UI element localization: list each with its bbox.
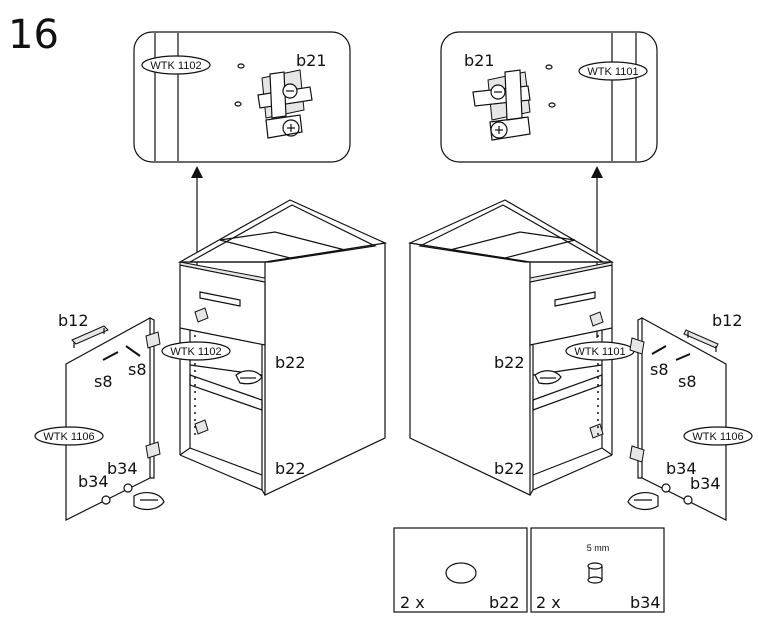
part-label-b34: b34 xyxy=(78,472,109,491)
right-door: WTK 1106 xyxy=(629,316,753,521)
part-label-b34: b34 xyxy=(690,474,721,493)
part-label-b34: b34 xyxy=(666,459,697,478)
bumper-b22-icon xyxy=(445,562,477,584)
part-label-b22: b22 xyxy=(494,459,525,478)
part-label-b12: b12 xyxy=(712,311,743,330)
bumper-b34-icon xyxy=(587,562,603,584)
screw-icon xyxy=(651,345,691,361)
screw-icon xyxy=(102,345,141,361)
step-number: 16 xyxy=(8,12,59,58)
part-label-s8: s8 xyxy=(678,372,697,391)
part-label-s8: s8 xyxy=(128,360,147,379)
part-label-b22: b22 xyxy=(275,353,306,372)
right-hinge-detail: WTK 1101 b21 xyxy=(440,31,658,163)
part-label-b22: b22 xyxy=(275,459,306,478)
part-label-b34: b34 xyxy=(107,459,138,478)
panel-code-badge xyxy=(161,341,231,361)
hinge-plate-icon xyxy=(472,64,556,141)
legend-box-b34: 5 mm 2 x b34 xyxy=(530,527,665,613)
legend-part: b22 xyxy=(489,593,520,612)
panel-code-badge xyxy=(578,61,648,81)
part-label-b21: b21 xyxy=(464,51,495,70)
hand-press-icon xyxy=(235,370,263,385)
part-label-b22: b22 xyxy=(494,353,525,372)
legend-qty: 2 x xyxy=(536,593,561,612)
panel-code-label: WTK 1101 xyxy=(574,346,625,358)
part-label-s8: s8 xyxy=(650,360,669,379)
handle-icon xyxy=(683,329,719,352)
legend-part: b34 xyxy=(630,593,661,612)
handle-icon xyxy=(71,325,109,348)
panel-code-label: WTK 1106 xyxy=(692,431,743,443)
hand-press-icon xyxy=(534,370,562,385)
panel-code-badge xyxy=(141,55,211,75)
part-label-b21: b21 xyxy=(296,51,327,70)
left-hinge-detail: WTK 1102 b21 xyxy=(133,31,351,163)
legend-box-b22: 2 x b22 xyxy=(393,527,528,613)
panel-code-label: WTK 1106 xyxy=(43,431,94,443)
part-label-b12: b12 xyxy=(58,311,89,330)
panel-code-label: WTK 1102 xyxy=(150,60,201,72)
left-cabinet xyxy=(177,199,388,496)
panel-code-label: WTK 1101 xyxy=(587,66,638,78)
hand-press-icon xyxy=(133,492,165,511)
part-label-s8: s8 xyxy=(94,372,113,391)
legend-size: 5 mm xyxy=(587,543,610,553)
hinge-plate-icon xyxy=(234,63,313,139)
legend-qty: 2 x xyxy=(400,593,425,612)
left-door: WTK 1106 xyxy=(34,316,161,521)
right-cabinet xyxy=(407,199,615,496)
hand-press-icon xyxy=(627,492,659,511)
panel-code-label: WTK 1102 xyxy=(170,346,221,358)
